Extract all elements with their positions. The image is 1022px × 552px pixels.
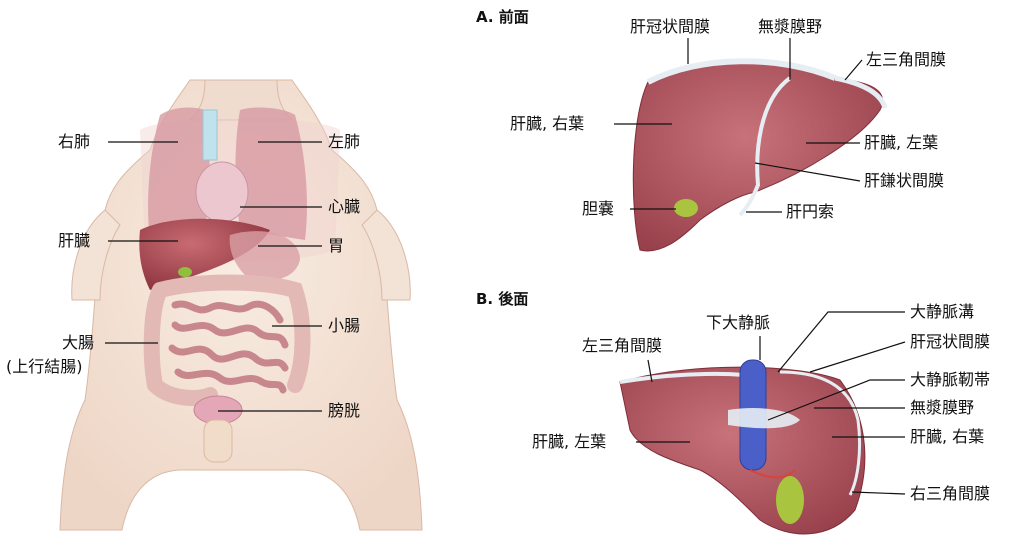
label-gallbladder-a: 胆嚢	[582, 199, 615, 218]
label-right-lobe-a: 肝臓, 右葉	[510, 114, 585, 133]
left-lung-shape	[235, 107, 307, 241]
label-round-ligament-a: 肝円索	[786, 202, 835, 221]
label-left-lobe-a: 肝臓, 左葉	[864, 133, 939, 152]
heading-posterior: B. 後面	[476, 290, 529, 308]
label-ivc-b: 下大静脈	[706, 313, 771, 332]
label-right-triangular-b: 右三角間膜	[910, 484, 991, 503]
heading-anterior: A. 前面	[476, 8, 529, 26]
label-coronary-ligament-a: 肝冠状間膜	[630, 17, 711, 36]
label-ligamentum-venosum-b: 大静脈靭帯	[910, 370, 991, 389]
right-lung-shape	[148, 107, 210, 241]
label-left-lobe-b: 肝臓, 左葉	[532, 432, 607, 451]
body-leaders	[105, 141, 322, 412]
label-right-lung: 右肺	[58, 132, 91, 151]
label-coronary-ligament-b: 肝冠状間膜	[910, 332, 991, 351]
label-left-lung: 左肺	[328, 132, 361, 151]
label-right-lobe-b: 肝臓, 右葉	[910, 427, 985, 446]
small-intestine-shape	[168, 300, 289, 394]
label-left-triangular-b: 左三角間膜	[582, 336, 663, 355]
anterior-leaders	[614, 38, 863, 213]
label-left-triangular-a: 左三角間膜	[866, 50, 947, 69]
label-ivc-groove-b: 大静脈溝	[910, 302, 975, 321]
label-small-intestine: 小腸	[328, 316, 361, 335]
anterior-liver	[632, 58, 888, 252]
label-large-intestine: 大腸	[62, 333, 95, 352]
label-ascending-colon: (上行結腸)	[6, 357, 83, 376]
label-falciform-a: 肝鎌状間膜	[864, 171, 945, 190]
heart-shape	[195, 161, 249, 223]
posterior-leaders	[636, 311, 906, 495]
stomach-shape	[229, 231, 300, 280]
label-bladder: 膀胱	[328, 401, 361, 420]
large-intestine-shape	[143, 274, 311, 406]
label-stomach: 胃	[328, 236, 345, 255]
label-liver: 肝臓	[58, 231, 91, 250]
label-bare-area-b: 無漿膜野	[910, 398, 975, 417]
label-heart: 心臓	[328, 197, 361, 216]
label-bare-area-a: 無漿膜野	[758, 17, 823, 36]
posterior-liver	[619, 359, 866, 535]
